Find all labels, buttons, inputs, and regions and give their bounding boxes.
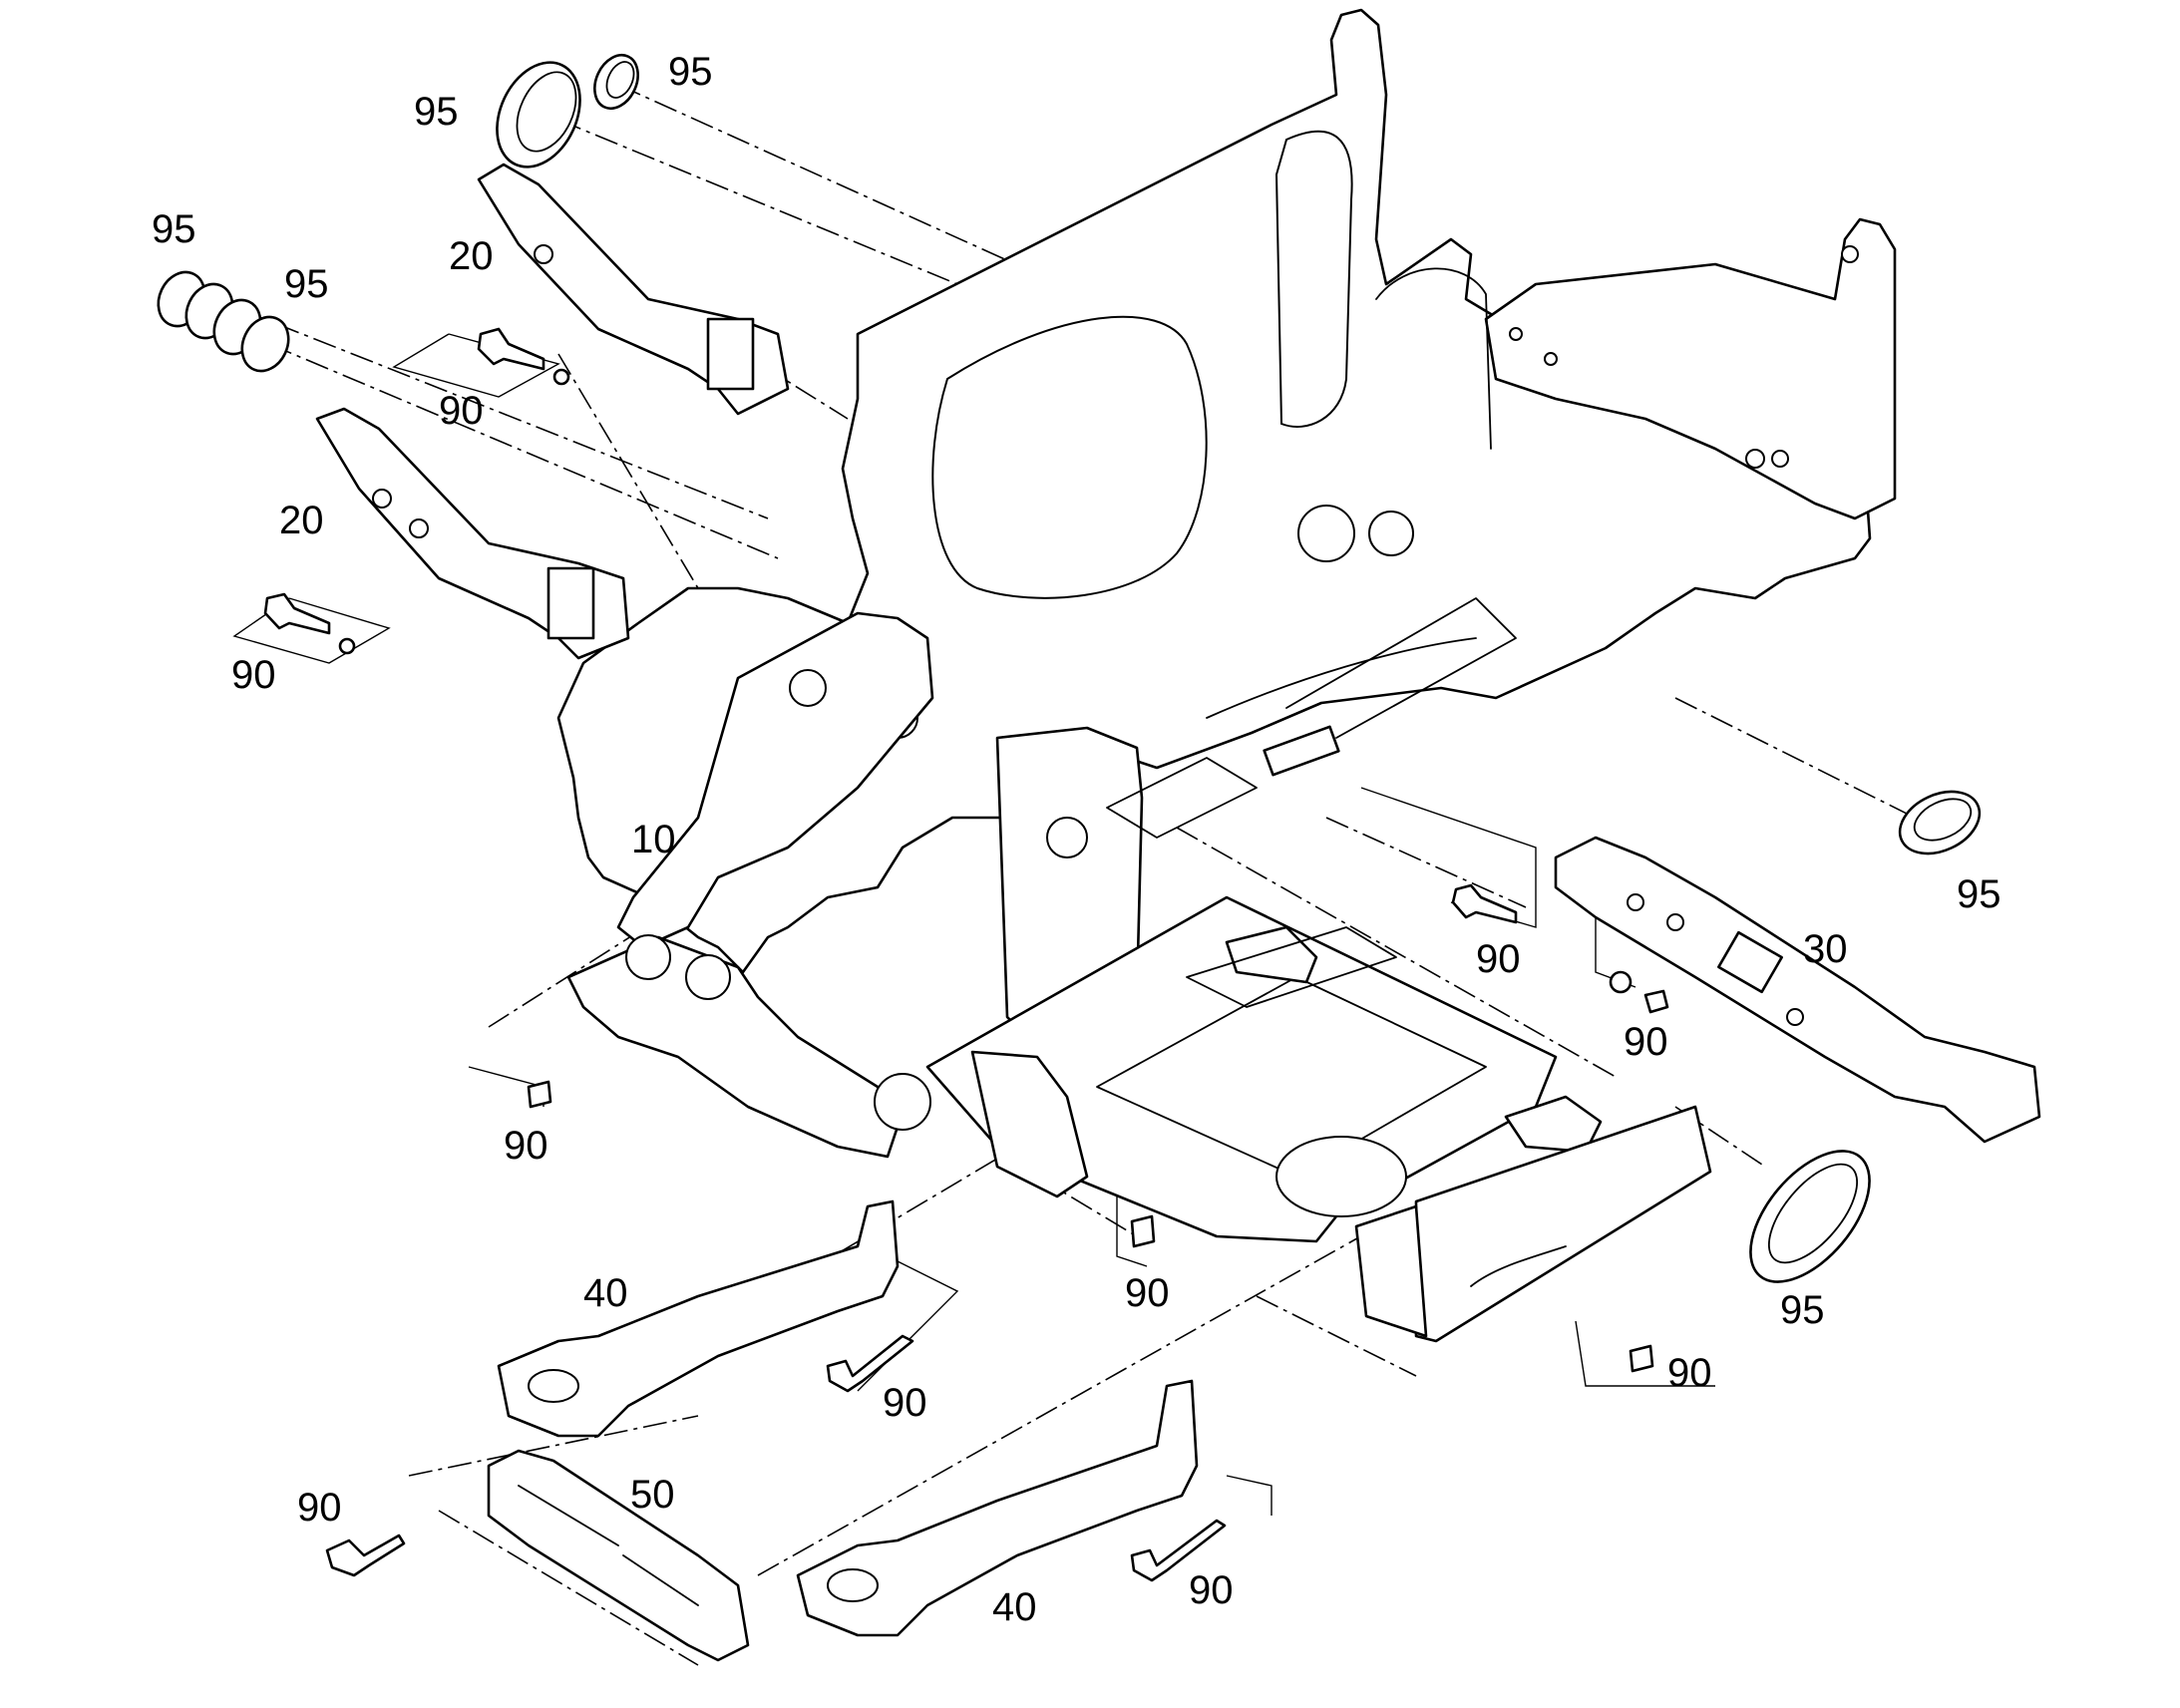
callout-40-upper: 40 — [583, 1271, 628, 1315]
callout-90-nut-right: 90 — [1624, 1020, 1668, 1064]
callout-90-upper-left: 90 — [439, 389, 484, 433]
callout-90-nut-left: 90 — [504, 1124, 548, 1168]
beam-40-lower — [796, 1379, 1199, 1637]
nut-left — [527, 1080, 552, 1109]
arm-30 — [1554, 836, 2041, 1144]
nut-right — [1609, 970, 1669, 1014]
nut-center — [1130, 1214, 1156, 1248]
bolt-beam-lower — [1130, 1519, 1227, 1582]
callout-30: 30 — [1803, 927, 1848, 971]
bolt-crossbar — [325, 1534, 406, 1577]
seal-right-lower — [1749, 1150, 1871, 1283]
seal-top-right — [593, 53, 639, 111]
callout-95-top-left: 95 — [414, 90, 459, 134]
arm-lower — [315, 407, 630, 660]
callout-90-nut-center: 90 — [1125, 1271, 1170, 1315]
bolt-right — [1451, 883, 1518, 924]
callout-20-upper: 20 — [449, 234, 494, 278]
bolt-beam-upper — [826, 1334, 914, 1393]
bolt-lower-left — [263, 592, 356, 655]
callout-50: 50 — [630, 1473, 675, 1517]
callout-90-beam-upper: 90 — [883, 1381, 927, 1425]
crossbar-50 — [487, 1449, 750, 1662]
nut-bottom-right — [1629, 1344, 1654, 1373]
arm-upper — [477, 163, 790, 416]
callout-10: 10 — [631, 818, 676, 861]
seal-right-upper — [1898, 790, 1982, 855]
seal-stack-left — [157, 270, 290, 373]
callout-90-beam-lower: 90 — [1189, 1568, 1234, 1612]
callout-90-lower-left: 90 — [231, 653, 276, 697]
callout-95-left-a: 95 — [152, 207, 196, 251]
seal-top-left — [496, 61, 581, 169]
callout-90-crossbar: 90 — [297, 1486, 342, 1530]
callout-labels: 10 20 20 30 40 40 50 90 90 90 90 90 90 9… — [152, 50, 2001, 1629]
callout-20-lower: 20 — [279, 499, 324, 542]
callout-95-right-upper: 95 — [1957, 872, 2001, 916]
callout-40-lower: 40 — [992, 1585, 1037, 1629]
main-frame — [556, 8, 1897, 1343]
beam-40-upper — [497, 1199, 900, 1438]
callout-90-bottom-right: 90 — [1667, 1351, 1712, 1395]
callout-95-right-lower: 95 — [1780, 1288, 1825, 1332]
bolt-upper-left — [477, 327, 570, 386]
callout-95-left-b: 95 — [284, 262, 329, 306]
callout-90-right: 90 — [1476, 937, 1521, 981]
callout-95-top-right: 95 — [668, 50, 713, 94]
